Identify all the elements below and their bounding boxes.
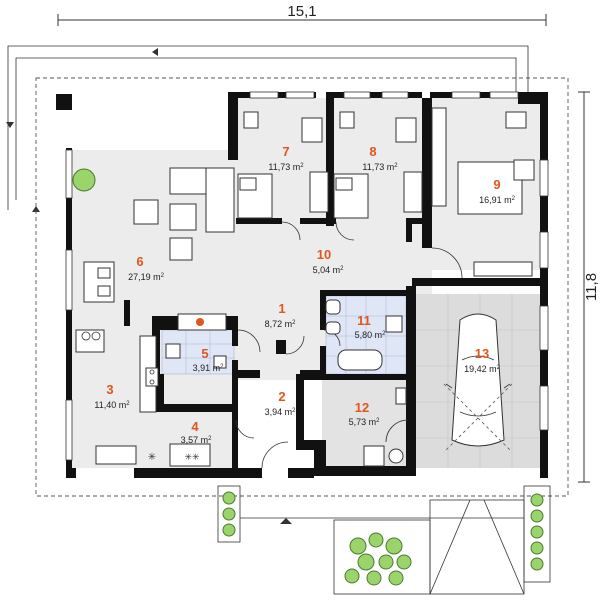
room-12-label: 12 5,73 m2 [349,400,381,427]
svg-text:✳✳: ✳✳ [184,452,200,462]
svg-text:11,73 m2: 11,73 m2 [268,162,304,172]
width-dimension: 15,1 [57,3,547,26]
room-6-label: 6 27,19 m2 [128,254,165,282]
kitchen-furniture: ✳ [75,329,159,465]
svg-text:16,91 m2: 16,91 m2 [479,195,516,205]
svg-text:4: 4 [191,419,199,434]
svg-text:5: 5 [201,346,208,361]
svg-text:✳: ✳ [148,452,156,463]
room-13-label: 13 19,42 m2 [464,346,501,374]
utility-furniture [363,387,407,467]
depth-dimension: 11,8 [578,91,600,483]
bedroom8-furniture [333,111,423,219]
width-label: 15,1 [287,3,316,20]
doors [235,221,463,469]
bathroom5-furniture [165,343,227,369]
room-10-label: 10 5,04 m2 [313,247,345,275]
svg-text:1: 1 [278,301,285,316]
svg-text:11,73 m2: 11,73 m2 [362,162,398,172]
svg-text:7: 7 [282,144,289,159]
room-labels: 1 8,72 m2 2 3,94 m2 3 11,40 m2 4 3,57 m2… [94,144,515,445]
pantry-furniture: ✳✳ [169,443,211,467]
svg-text:13: 13 [475,346,489,361]
room-8-label: 8 11,73 m2 [362,144,398,172]
room-1-label: 1 8,72 m2 [265,301,297,329]
car-icon [443,313,513,453]
svg-text:3: 3 [106,382,113,397]
svg-text:19,42 m2: 19,42 m2 [464,364,501,374]
room-7-label: 7 11,73 m2 [268,144,304,172]
room-9-label: 9 16,91 m2 [479,177,516,205]
room-3-label: 3 11,40 m2 [94,382,130,410]
room-11-label: 11 5,80 m2 [355,313,387,340]
svg-text:10: 10 [317,247,331,262]
bedroom7-furniture [237,111,329,219]
svg-text:3,94 m2: 3,94 m2 [265,407,297,417]
svg-text:2: 2 [278,389,285,404]
svg-text:5,73 m2: 5,73 m2 [349,417,381,427]
svg-text:9: 9 [493,177,500,192]
svg-text:27,19 m2: 27,19 m2 [128,272,165,282]
bedroom9-furniture [431,107,535,277]
room-5-label: 5 3,91 m2 [193,346,225,373]
room-2-label: 2 3,94 m2 [265,389,297,417]
room-4-label: 4 3,57 m2 [181,419,213,445]
svg-text:3,91 m2: 3,91 m2 [193,363,225,373]
svg-text:8: 8 [369,144,376,159]
svg-text:3,57 m2: 3,57 m2 [181,435,213,445]
roof-outline [6,45,569,497]
svg-text:12: 12 [355,400,369,415]
living-furniture [72,167,235,331]
svg-text:11: 11 [357,313,371,328]
svg-text:5,80 m2: 5,80 m2 [355,330,387,340]
plant-icon [72,168,96,192]
outdoor-area [217,485,551,595]
svg-text:8,72 m2: 8,72 m2 [265,319,297,329]
bathroom11-furniture [325,299,403,371]
fireplace-icon [196,318,204,326]
svg-text:11,40 m2: 11,40 m2 [94,400,130,410]
svg-text:6: 6 [136,254,143,269]
depth-label: 11,8 [583,273,600,301]
windows [65,91,549,461]
svg-text:5,04 m2: 5,04 m2 [313,265,345,275]
